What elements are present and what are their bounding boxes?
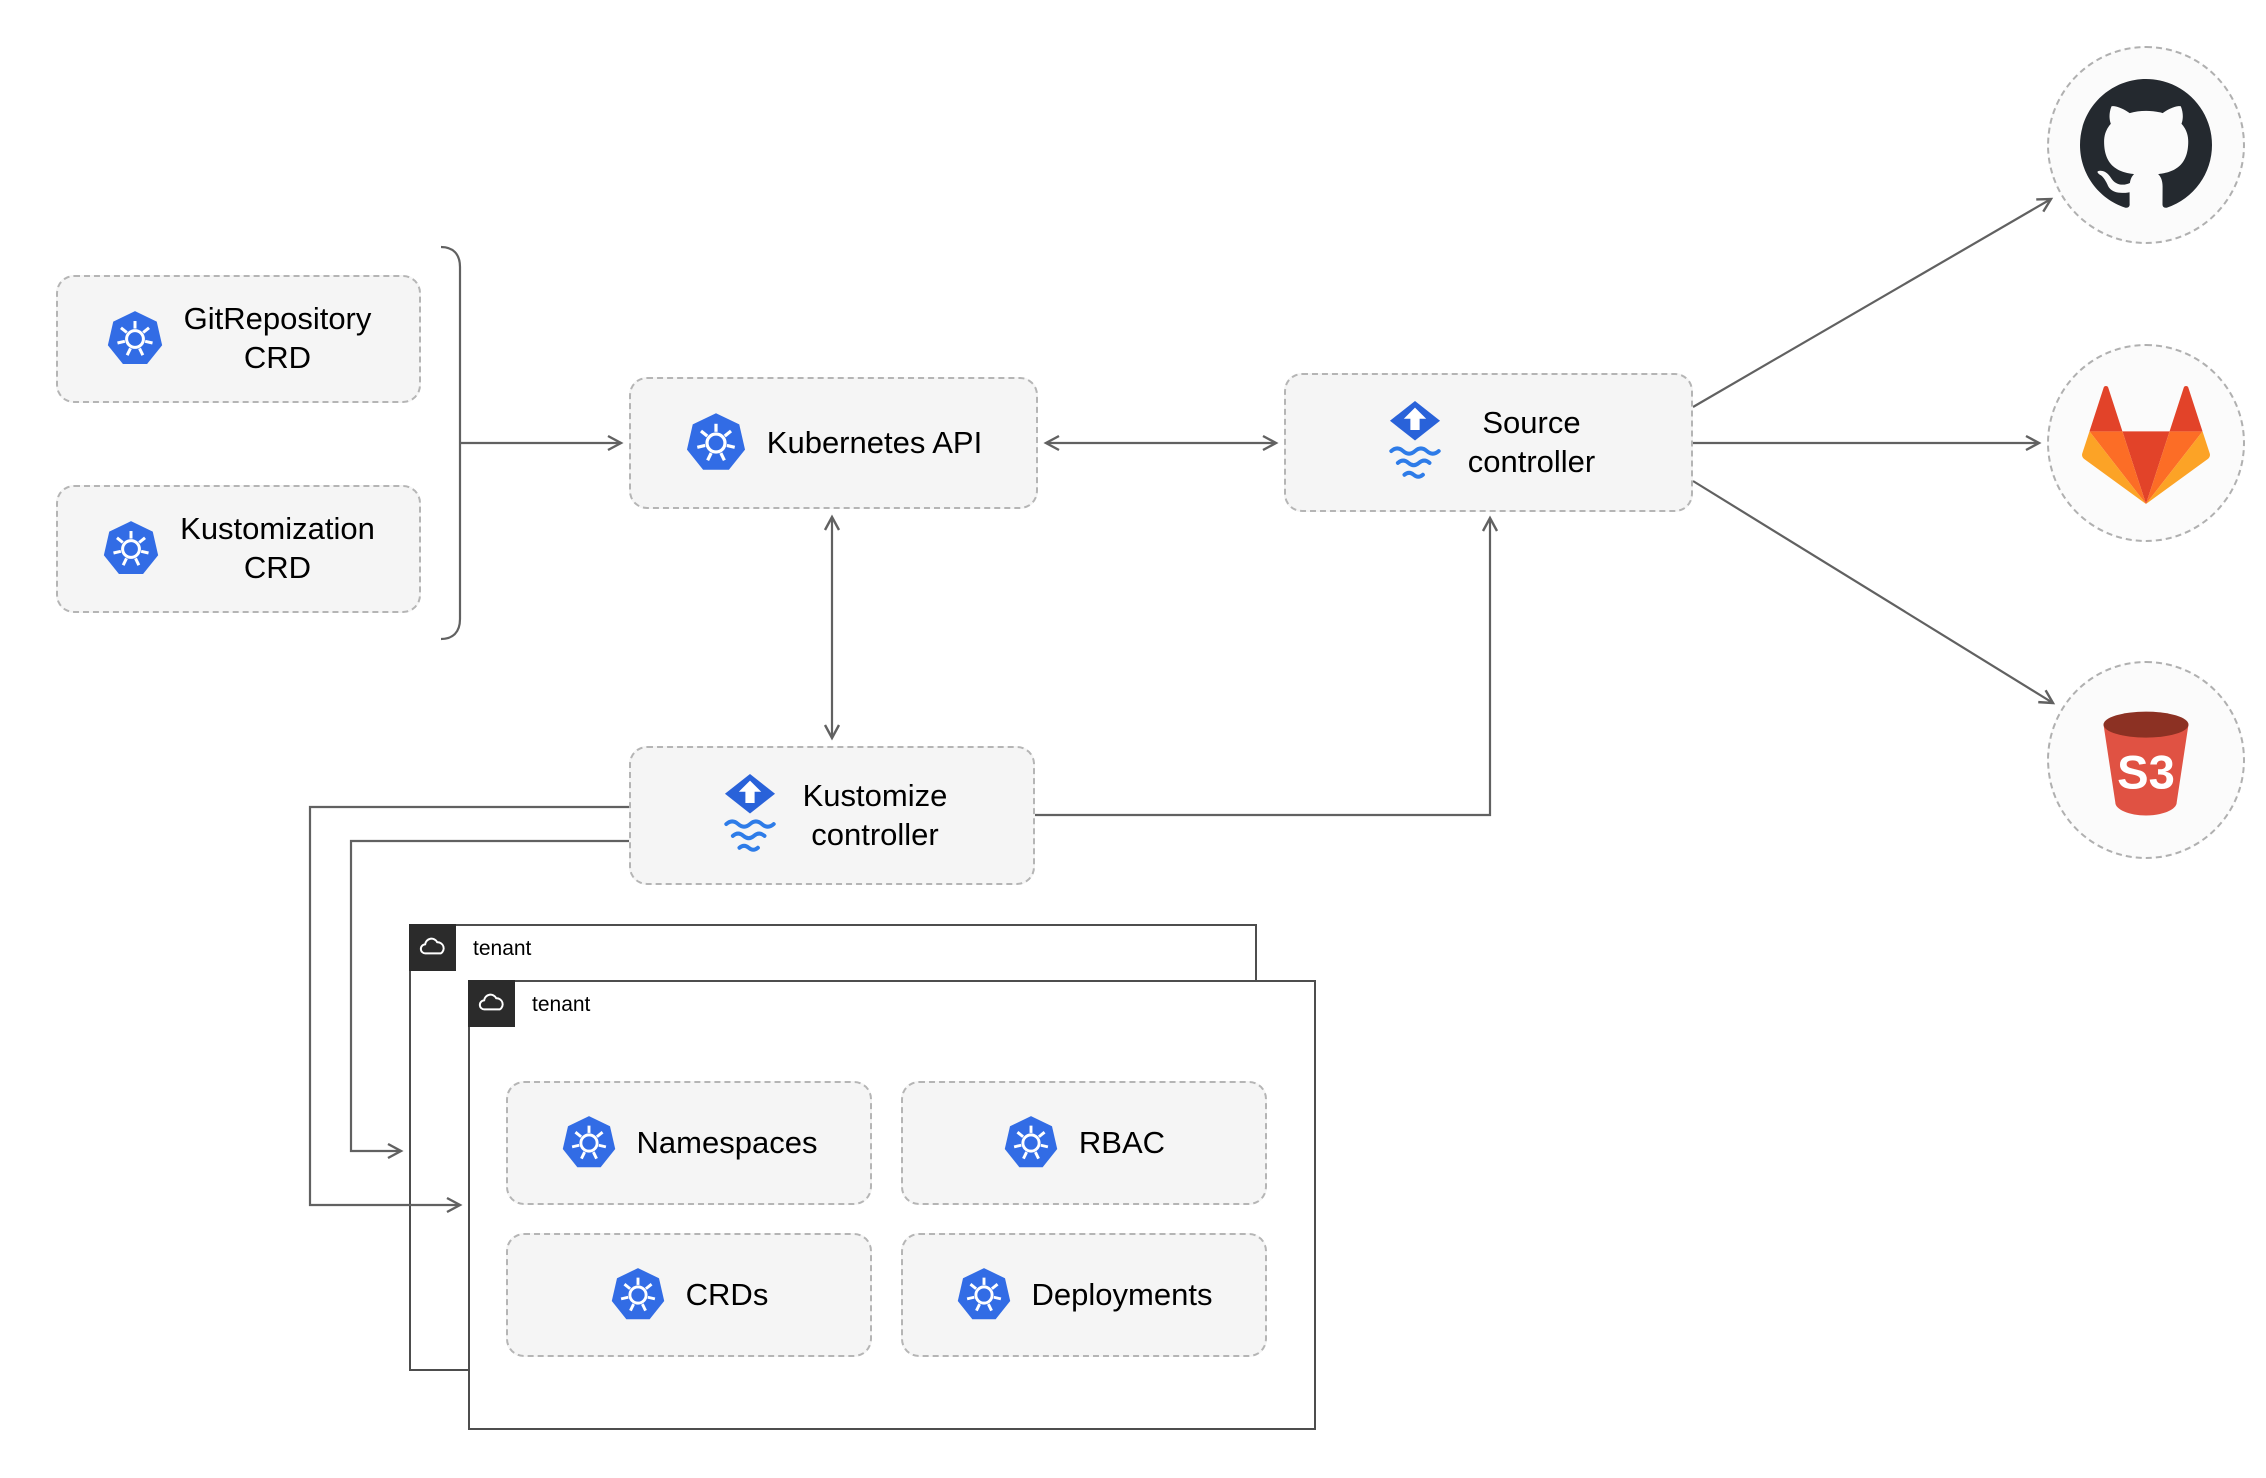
external-source-s3: [2047, 661, 2245, 859]
rbac-label: RBAC: [1078, 1124, 1166, 1160]
namespaces-label: Namespaces: [636, 1124, 818, 1160]
tenant-back-label: tenant: [473, 937, 532, 960]
external-source-gitlab: [2047, 344, 2245, 542]
node-rbac: RBAC: [901, 1081, 1267, 1205]
kubernetes-icon: [561, 1115, 617, 1171]
kubernetes-api-label: Kubernetes API: [766, 424, 983, 460]
cloud-icon-glyph: [419, 937, 445, 954]
gitrepository-crd-label: GitRepository CRD: [183, 301, 372, 375]
deployments-label: Deployments: [1031, 1276, 1213, 1312]
node-kustomization-crd: Kustomization CRD: [56, 485, 421, 613]
node-deployments: Deployments: [901, 1233, 1267, 1357]
edge-source-to-s3: [1692, 480, 2056, 705]
node-gitrepository-crd: GitRepository CRD: [56, 275, 421, 403]
tenant-container-front: tenant Namespaces RBAC CRDs Deployments: [468, 980, 1316, 1430]
s3-icon: [2087, 701, 2205, 819]
gitlab-icon: [2082, 382, 2210, 504]
kubernetes-icon: [102, 520, 160, 578]
kubernetes-icon: [685, 412, 747, 474]
flux-icon: [717, 774, 783, 857]
kubernetes-icon: [106, 310, 164, 368]
external-source-github: [2047, 46, 2245, 244]
kubernetes-icon: [610, 1267, 666, 1323]
node-kubernetes-api: Kubernetes API: [629, 377, 1038, 509]
kubernetes-icon: [1003, 1115, 1059, 1171]
node-kustomize-controller: Kustomize controller: [629, 746, 1035, 885]
tenant-front-label: tenant: [532, 993, 591, 1016]
cloud-icon: [468, 980, 515, 1027]
crd-group-bracket: [440, 245, 462, 641]
kustomization-crd-label: Kustomization CRD: [180, 511, 375, 585]
cloud-icon: [409, 924, 456, 971]
edge-kustomize-to-source: [1035, 515, 1499, 817]
cloud-icon-glyph: [478, 993, 504, 1010]
source-controller-label: Source controller: [1467, 404, 1596, 479]
edge-source-to-github: [1692, 197, 2054, 408]
kubernetes-icon: [956, 1267, 1012, 1323]
github-icon: [2080, 79, 2212, 211]
node-source-controller: Source controller: [1284, 373, 1693, 512]
node-namespaces: Namespaces: [506, 1081, 872, 1205]
flux-icon: [1382, 401, 1448, 484]
kustomize-controller-label: Kustomize controller: [802, 777, 948, 852]
crds-label: CRDs: [685, 1276, 769, 1312]
node-crds: CRDs: [506, 1233, 872, 1357]
